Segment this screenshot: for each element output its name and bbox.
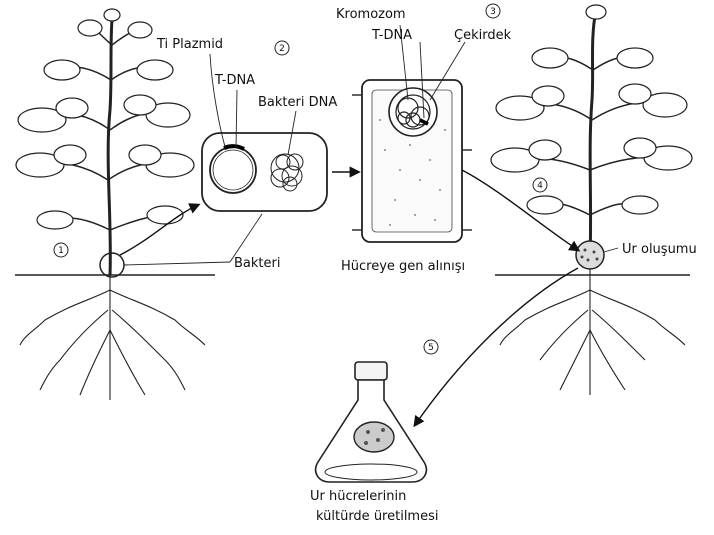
step-1-number: 1 (58, 246, 64, 256)
step-5-number: 5 (428, 343, 434, 353)
process-arrows (120, 170, 578, 425)
ti-plasmid (210, 147, 256, 193)
crown-gall-tumor (576, 241, 604, 269)
label-bakteri: Bakteri (234, 256, 280, 271)
right-roots (495, 265, 690, 395)
step-3-number: 3 (490, 7, 496, 17)
label-kromozom: Kromozom (336, 7, 406, 22)
step-2-number: 2 (279, 44, 285, 54)
left-roots (15, 275, 215, 400)
tumor-tissue (354, 422, 394, 452)
label-ti-plazmid: Ti Plazmid (156, 37, 223, 52)
label-kulturde-uretilmesi: kültürde üretilmesi (316, 509, 438, 524)
label-tdna-plasmid: T-DNA (214, 73, 255, 88)
step-4-number: 4 (537, 181, 543, 191)
label-ur-olusumu: Ur oluşumu (622, 242, 697, 257)
label-tdna-nucleus: T-DNA (371, 28, 412, 43)
label-ur-hucrelerinin: Ur hücrelerinin (310, 489, 406, 504)
infection-site (100, 253, 124, 277)
label-cekirdek: Çekirdek (454, 28, 512, 43)
label-hucreye-gen-alinisi: Hücreye gen alınışı (341, 259, 465, 274)
label-bakteri-dna: Bakteri DNA (258, 95, 337, 110)
